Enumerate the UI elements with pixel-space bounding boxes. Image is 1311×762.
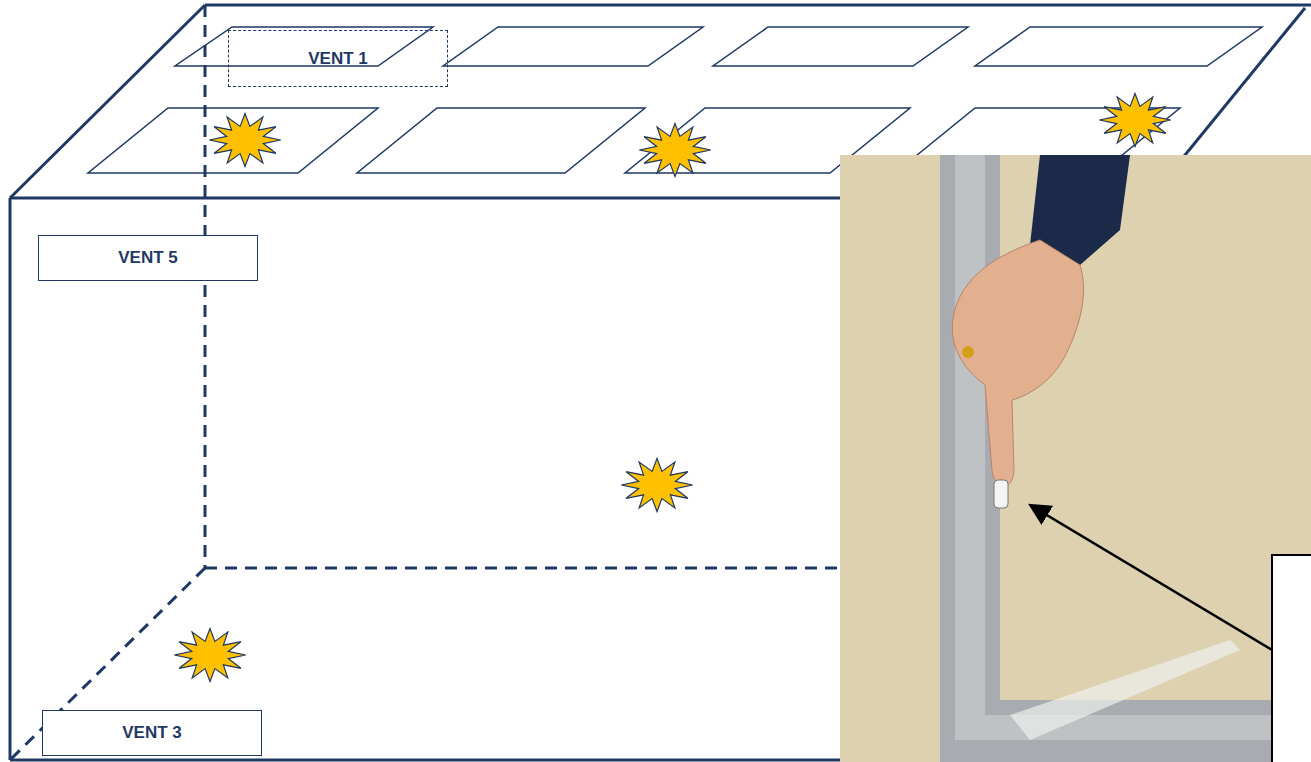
vent-label: VENT 5	[118, 248, 178, 268]
leak-starburst	[209, 114, 280, 167]
roof-edge	[205, 4, 1311, 7]
roof-panel	[975, 27, 1262, 66]
hidden-edges	[10, 5, 870, 760]
ring	[962, 346, 974, 358]
vent-label: VENT 1	[308, 49, 368, 69]
leak-starburst	[621, 459, 692, 512]
roof-panel	[713, 27, 968, 66]
hand	[952, 240, 1083, 486]
callout-box	[1272, 555, 1311, 762]
vent-label: VENT 3	[122, 723, 182, 743]
photo-background	[840, 155, 1311, 762]
leak-starburst	[174, 629, 245, 682]
seal-gap-object	[994, 480, 1008, 508]
inset-photo	[840, 155, 1311, 762]
photo-background	[840, 155, 1311, 762]
front-bottom-edge	[10, 759, 870, 762]
roof-panel	[88, 108, 378, 173]
leader-arrow	[1030, 505, 1272, 650]
hidden-edge	[204, 5, 207, 568]
vent-box: VENT 5	[38, 235, 258, 281]
roof-panel	[357, 108, 645, 173]
roof-panel	[443, 27, 703, 66]
roof-edge	[10, 5, 205, 198]
leak-starburst	[1099, 94, 1170, 147]
photo-reflection	[1010, 640, 1240, 740]
leak-starburst	[639, 124, 710, 177]
front-left-edge	[9, 198, 12, 760]
metal-frame	[940, 155, 1311, 762]
roof-panel	[175, 27, 433, 66]
hidden-edge	[205, 567, 870, 570]
vent-box: VENT 3	[42, 710, 262, 756]
roof-vent-box: VENT 1	[228, 30, 448, 87]
